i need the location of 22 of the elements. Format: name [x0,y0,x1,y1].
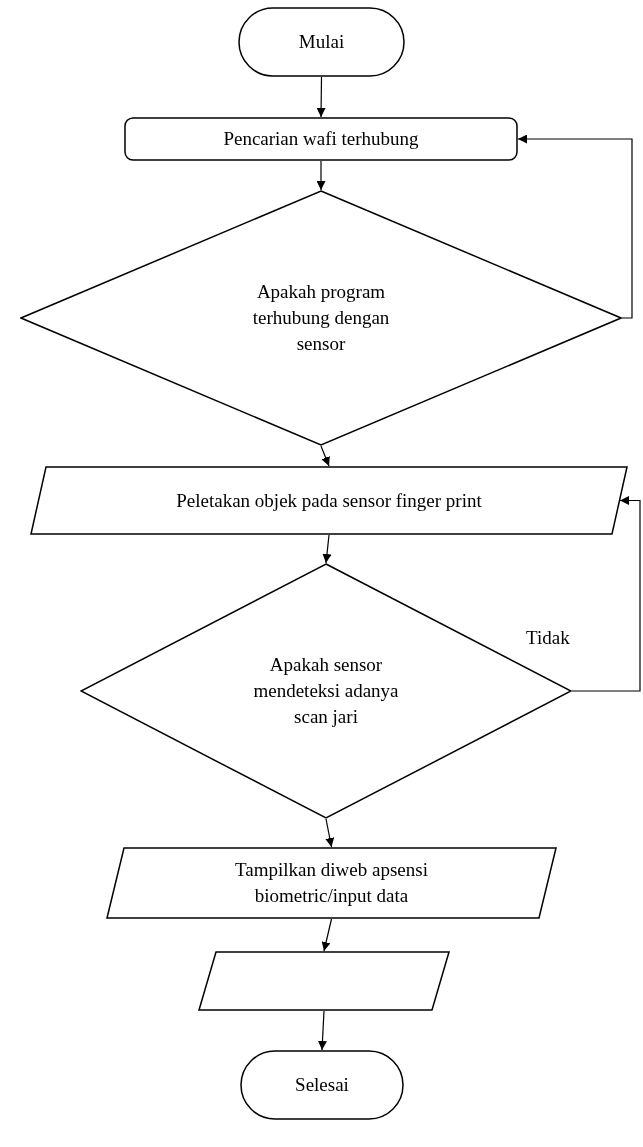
node-text: Peletakan objek pada sensor finger print [176,488,482,513]
arrow [316,160,326,191]
decision-diamond [20,190,622,446]
arrow [571,496,641,692]
arrow [316,76,326,118]
arrow [517,134,633,319]
arrow [322,534,332,564]
arrow [325,818,335,848]
process-box [124,117,518,161]
node-text: Mulai [298,30,345,54]
node-text: Selesai [295,1073,349,1097]
arrow [320,445,330,467]
node-text: Apakah program terhubung dengan sensor [251,280,391,356]
node-text: Tampilkan diweb apsensi biometric/input data [234,858,429,908]
node-text: Apakah sensor mendeteksi adanya scan jari [252,653,400,729]
arrow [317,1010,327,1051]
io-parallelogram [106,847,557,919]
node-text: Pencarian wafi terhubung [223,127,419,151]
decision-diamond [80,563,572,819]
io-parallelogram [30,466,628,535]
arrow [321,918,333,952]
io-parallelogram [198,951,450,1011]
